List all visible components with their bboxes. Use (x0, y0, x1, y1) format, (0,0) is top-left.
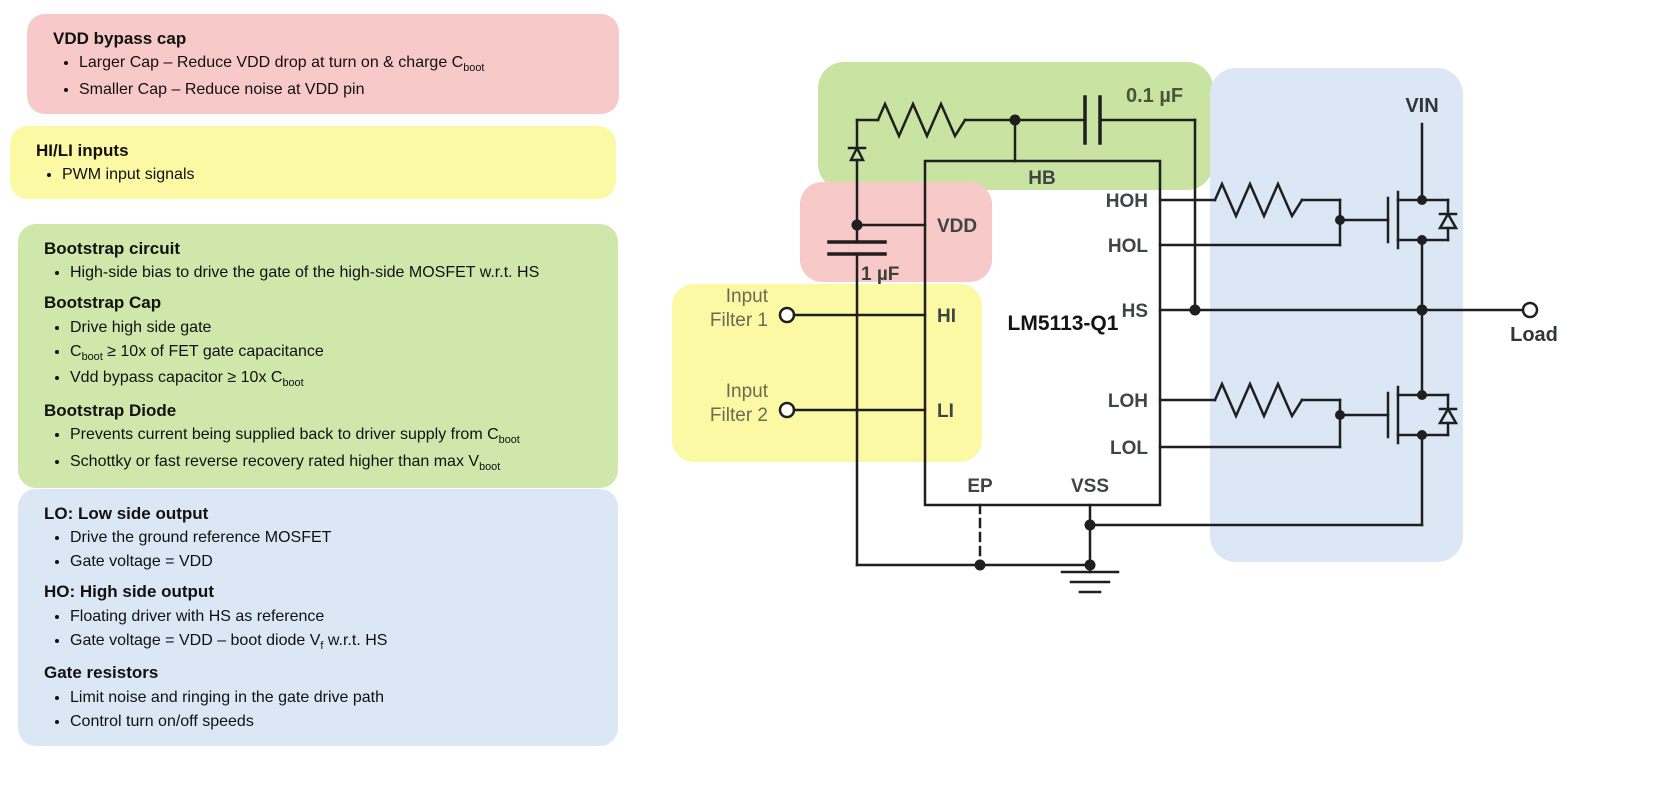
input-filter-1-label-line1: Input (726, 286, 769, 307)
callout-bullet: Floating driver with HS as reference (70, 606, 598, 627)
ic-part-number: LM5113-Q1 (1008, 312, 1119, 335)
callout-section-title: LO: Low side output (44, 504, 209, 523)
pin-label-hi: HI (937, 306, 956, 327)
callout-section-title: Bootstrap circuit (44, 239, 181, 258)
callout-bullet: Drive high side gate (70, 317, 598, 338)
pin-label-hol: HOL (1108, 236, 1149, 257)
outputs-note: LO: Low side outputDrive the ground refe… (18, 489, 618, 746)
pin-label-hb: HB (1028, 168, 1055, 189)
callout-bullet-list: PWM input signals (28, 164, 596, 185)
load-terminal (1521, 301, 1539, 319)
input-filter-2-terminal (778, 401, 796, 419)
ic-outline (923, 159, 1162, 507)
input-filter-2-label-line1: Input (726, 381, 769, 402)
callout-bullet: Control turn on/off speeds (70, 711, 598, 732)
load-label: Load (1510, 324, 1558, 346)
vdd-bypass-cap-note: VDD bypass capLarger Cap – Reduce VDD dr… (27, 14, 619, 114)
callout-bullet-list: Limit noise and ringing in the gate driv… (36, 687, 598, 732)
pin-label-vdd: VDD (937, 216, 977, 237)
callout-section-title: Gate resistors (44, 663, 159, 683)
callout-section-title: Bootstrap Cap (44, 293, 162, 313)
bootstrap-resistor (876, 100, 967, 140)
callout-bullet: PWM input signals (62, 164, 596, 185)
callout-bullet-list: Larger Cap – Reduce VDD drop at turn on … (45, 52, 599, 100)
input-filter-2-label-line2: Filter 2 (710, 405, 768, 426)
callout-section-title: VDD bypass cap (53, 29, 187, 48)
input-filter-1-label-line2: Filter 1 (710, 310, 768, 331)
high-side-mosfet (1386, 122, 1459, 312)
callout-bullet-list: Drive the ground reference MOSFET Gate vo… (36, 527, 598, 572)
pin-label-vss: VSS (1071, 476, 1109, 497)
region-inputs-highlight (672, 284, 982, 462)
callout-bullet-list: Floating driver with HS as referenceGate… (36, 606, 598, 654)
callout-bullet: Larger Cap – Reduce VDD drop at turn on … (79, 52, 599, 76)
pin-label-ep: EP (967, 476, 993, 497)
input-network (778, 306, 927, 419)
callout-bullet: Gate voltage = VDD (70, 551, 598, 572)
callout-bullet: Limit noise and ringing in the gate driv… (70, 687, 598, 708)
callout-column: VDD bypass capLarger Cap – Reduce VDD dr… (0, 0, 660, 785)
callout-bullet-list: High-side bias to drive the gate of the … (36, 262, 598, 283)
low-side-gate-drive (1158, 380, 1390, 449)
bootstrap-note: Bootstrap circuitHigh-side bias to drive… (18, 224, 618, 489)
vdd-cap-value-label: 1 µF (861, 264, 899, 285)
hi-li-inputs-note: HI/LI inputsPWM input signals (10, 126, 616, 200)
region-vdd-bypass-highlight (800, 182, 992, 282)
callout-bullet: Drive the ground reference MOSFET (70, 527, 598, 548)
callout-section-title: HO: High side output (44, 582, 214, 602)
pin-label-loh: LOH (1108, 391, 1148, 412)
callout-section-title: Bootstrap Diode (44, 400, 177, 420)
bootstrap-network (847, 95, 1197, 312)
pin-label-li: LI (937, 401, 954, 422)
pin-label-hs: HS (1122, 301, 1148, 322)
callout-bullet-list: Drive high side gateCboot ≥ 10x of FET g… (36, 317, 598, 391)
highlight-regions (672, 62, 1463, 562)
callout-bullet: Prevents current being supplied back to … (70, 424, 598, 448)
callout-bullet: Smaller Cap – Reduce noise at VDD pin (79, 79, 599, 100)
callout-bullet: High-side bias to drive the gate of the … (70, 262, 598, 283)
callout-section-title: HI/LI inputs (36, 141, 129, 160)
bootstrap-cap-value-label: 0.1 µF (1126, 85, 1183, 107)
input-filter-1-terminal (778, 306, 796, 324)
switch-node (1158, 301, 1539, 319)
callout-bullet: Cboot ≥ 10x of FET gate capacitance (70, 341, 598, 365)
callout-bullet: Schottky or fast reverse recovery rated … (70, 451, 598, 475)
callout-bullet: Vdd bypass capacitor ≥ 10x Cboot (70, 367, 598, 391)
junction-dots (851, 114, 1428, 571)
ground-symbol (1060, 570, 1120, 594)
pin-label-lol: LOL (1110, 438, 1148, 459)
high-side-gate-resistor (1213, 180, 1304, 220)
callout-bullet-list: Prevents current being supplied back to … (36, 424, 598, 474)
vin-label: VIN (1405, 95, 1438, 117)
low-side-gate-resistor (1213, 380, 1304, 420)
region-power-stage-highlight (1210, 68, 1463, 562)
pin-label-hoh: HOH (1106, 191, 1148, 212)
callout-bullet: Gate voltage = VDD – boot diode Vf w.r.t… (70, 630, 598, 654)
ground-return (855, 503, 1424, 594)
ic-labels: HB VDD HI LI LM5113-Q1 HOH HOL HS LOH LO… (937, 168, 1148, 497)
net-labels: 0.1 µF 1 µF VIN Load Input Filter 1 Inpu… (710, 85, 1558, 426)
